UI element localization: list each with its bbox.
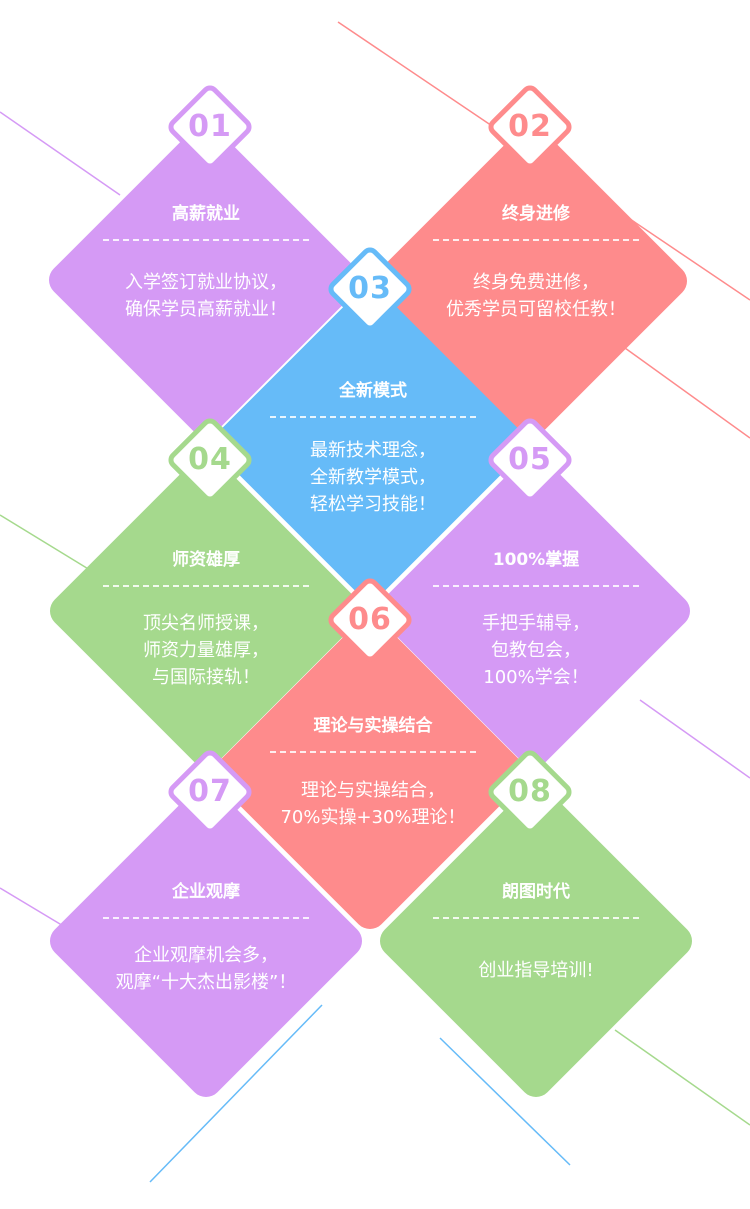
card-title: 朗图时代 [502,882,570,902]
desc-line: 入学签订就业协议， [125,272,287,293]
desc-line: 70%实操+30%理论！ [280,807,466,828]
feature-card-04: 师资雄厚 顶尖名师授课， 师资力量雄厚， 与国际接轨！ [86,548,326,691]
number-label: 02 [508,109,552,144]
dashed-divider [433,917,639,919]
card-title: 企业观摩 [172,882,240,902]
card-description: 理论与实操结合， 70%实操+30%理论！ [253,777,493,831]
feature-card-07: 企业观摩 企业观摩机会多， 观摩“十大杰出影楼”！ [86,880,326,996]
desc-line: 100%学会！ [483,667,589,688]
card-description: 最新技术理念， 全新教学模式， 轻松学习技能！ [253,437,493,518]
desc-line: 手把手辅导， [482,613,590,634]
desc-line: 观摩“十大杰出影楼”！ [115,972,297,993]
desc-line: 理论与实操结合， [301,780,445,801]
desc-line: 与国际接轨！ [152,667,260,688]
dashed-divider [433,585,639,587]
card-title: 终身进修 [502,204,570,224]
number-label: 03 [348,271,392,306]
desc-line: 优秀学员可留校任教！ [446,299,626,320]
feature-card-03: 全新模式 最新技术理念， 全新教学模式， 轻松学习技能！ [253,379,493,518]
desc-line: 创业指导培训! [478,960,594,981]
desc-line: 企业观摩机会多， [134,945,278,966]
desc-line: 最新技术理念， [310,440,436,461]
deco-line [149,1004,323,1183]
number-label: 08 [508,774,552,809]
feature-card-02: 终身进修 终身免费进修， 优秀学员可留校任教！ [416,202,656,323]
feature-card-08: 朗图时代 创业指导培训! [416,880,656,984]
card-title: 高薪就业 [172,204,240,224]
deco-line [439,1037,571,1166]
card-title: 100%掌握 [492,550,580,570]
desc-line: 全新教学模式， [310,467,436,488]
dashed-divider [270,751,476,753]
desc-line: 终身免费进修， [473,272,599,293]
desc-line: 确保学员高薪就业！ [125,299,287,320]
card-title: 师资雄厚 [172,550,240,570]
dashed-divider [103,585,309,587]
card-description: 顶尖名师授课， 师资力量雄厚， 与国际接轨！ [86,610,326,691]
deco-line [639,699,750,779]
deco-line [614,1029,750,1126]
desc-line: 师资力量雄厚， [143,640,269,661]
desc-line: 轻松学习技能！ [310,494,436,515]
card-description: 终身免费进修， 优秀学员可留校任教！ [416,269,656,323]
feature-card-05: 100%掌握 手把手辅导， 包教包会， 100%学会！ [416,548,656,691]
deco-line [0,111,121,196]
feature-card-06: 理论与实操结合 理论与实操结合， 70%实操+30%理论！ [253,714,493,831]
dashed-divider [270,416,476,418]
card-description: 手把手辅导， 包教包会， 100%学会！ [416,610,656,691]
card-description: 企业观摩机会多， 观摩“十大杰出影楼”！ [86,942,326,996]
desc-line: 包教包会， [491,640,581,661]
number-label: 06 [348,602,392,637]
card-description: 创业指导培训! [416,957,656,984]
card-title: 理论与实操结合 [313,716,433,736]
number-label: 04 [188,442,232,477]
deco-line [0,887,71,931]
feature-card-01: 高薪就业 入学签订就业协议， 确保学员高薪就业！ [86,202,326,323]
card-title: 全新模式 [339,381,407,401]
number-label: 05 [508,442,552,477]
dashed-divider [103,917,309,919]
dashed-divider [103,239,309,241]
number-label: 07 [188,774,232,809]
number-label: 01 [188,109,232,144]
desc-line: 顶尖名师授课， [143,613,269,634]
deco-line [0,514,91,571]
card-description: 入学签订就业协议， 确保学员高薪就业！ [86,269,326,323]
dashed-divider [433,239,639,241]
